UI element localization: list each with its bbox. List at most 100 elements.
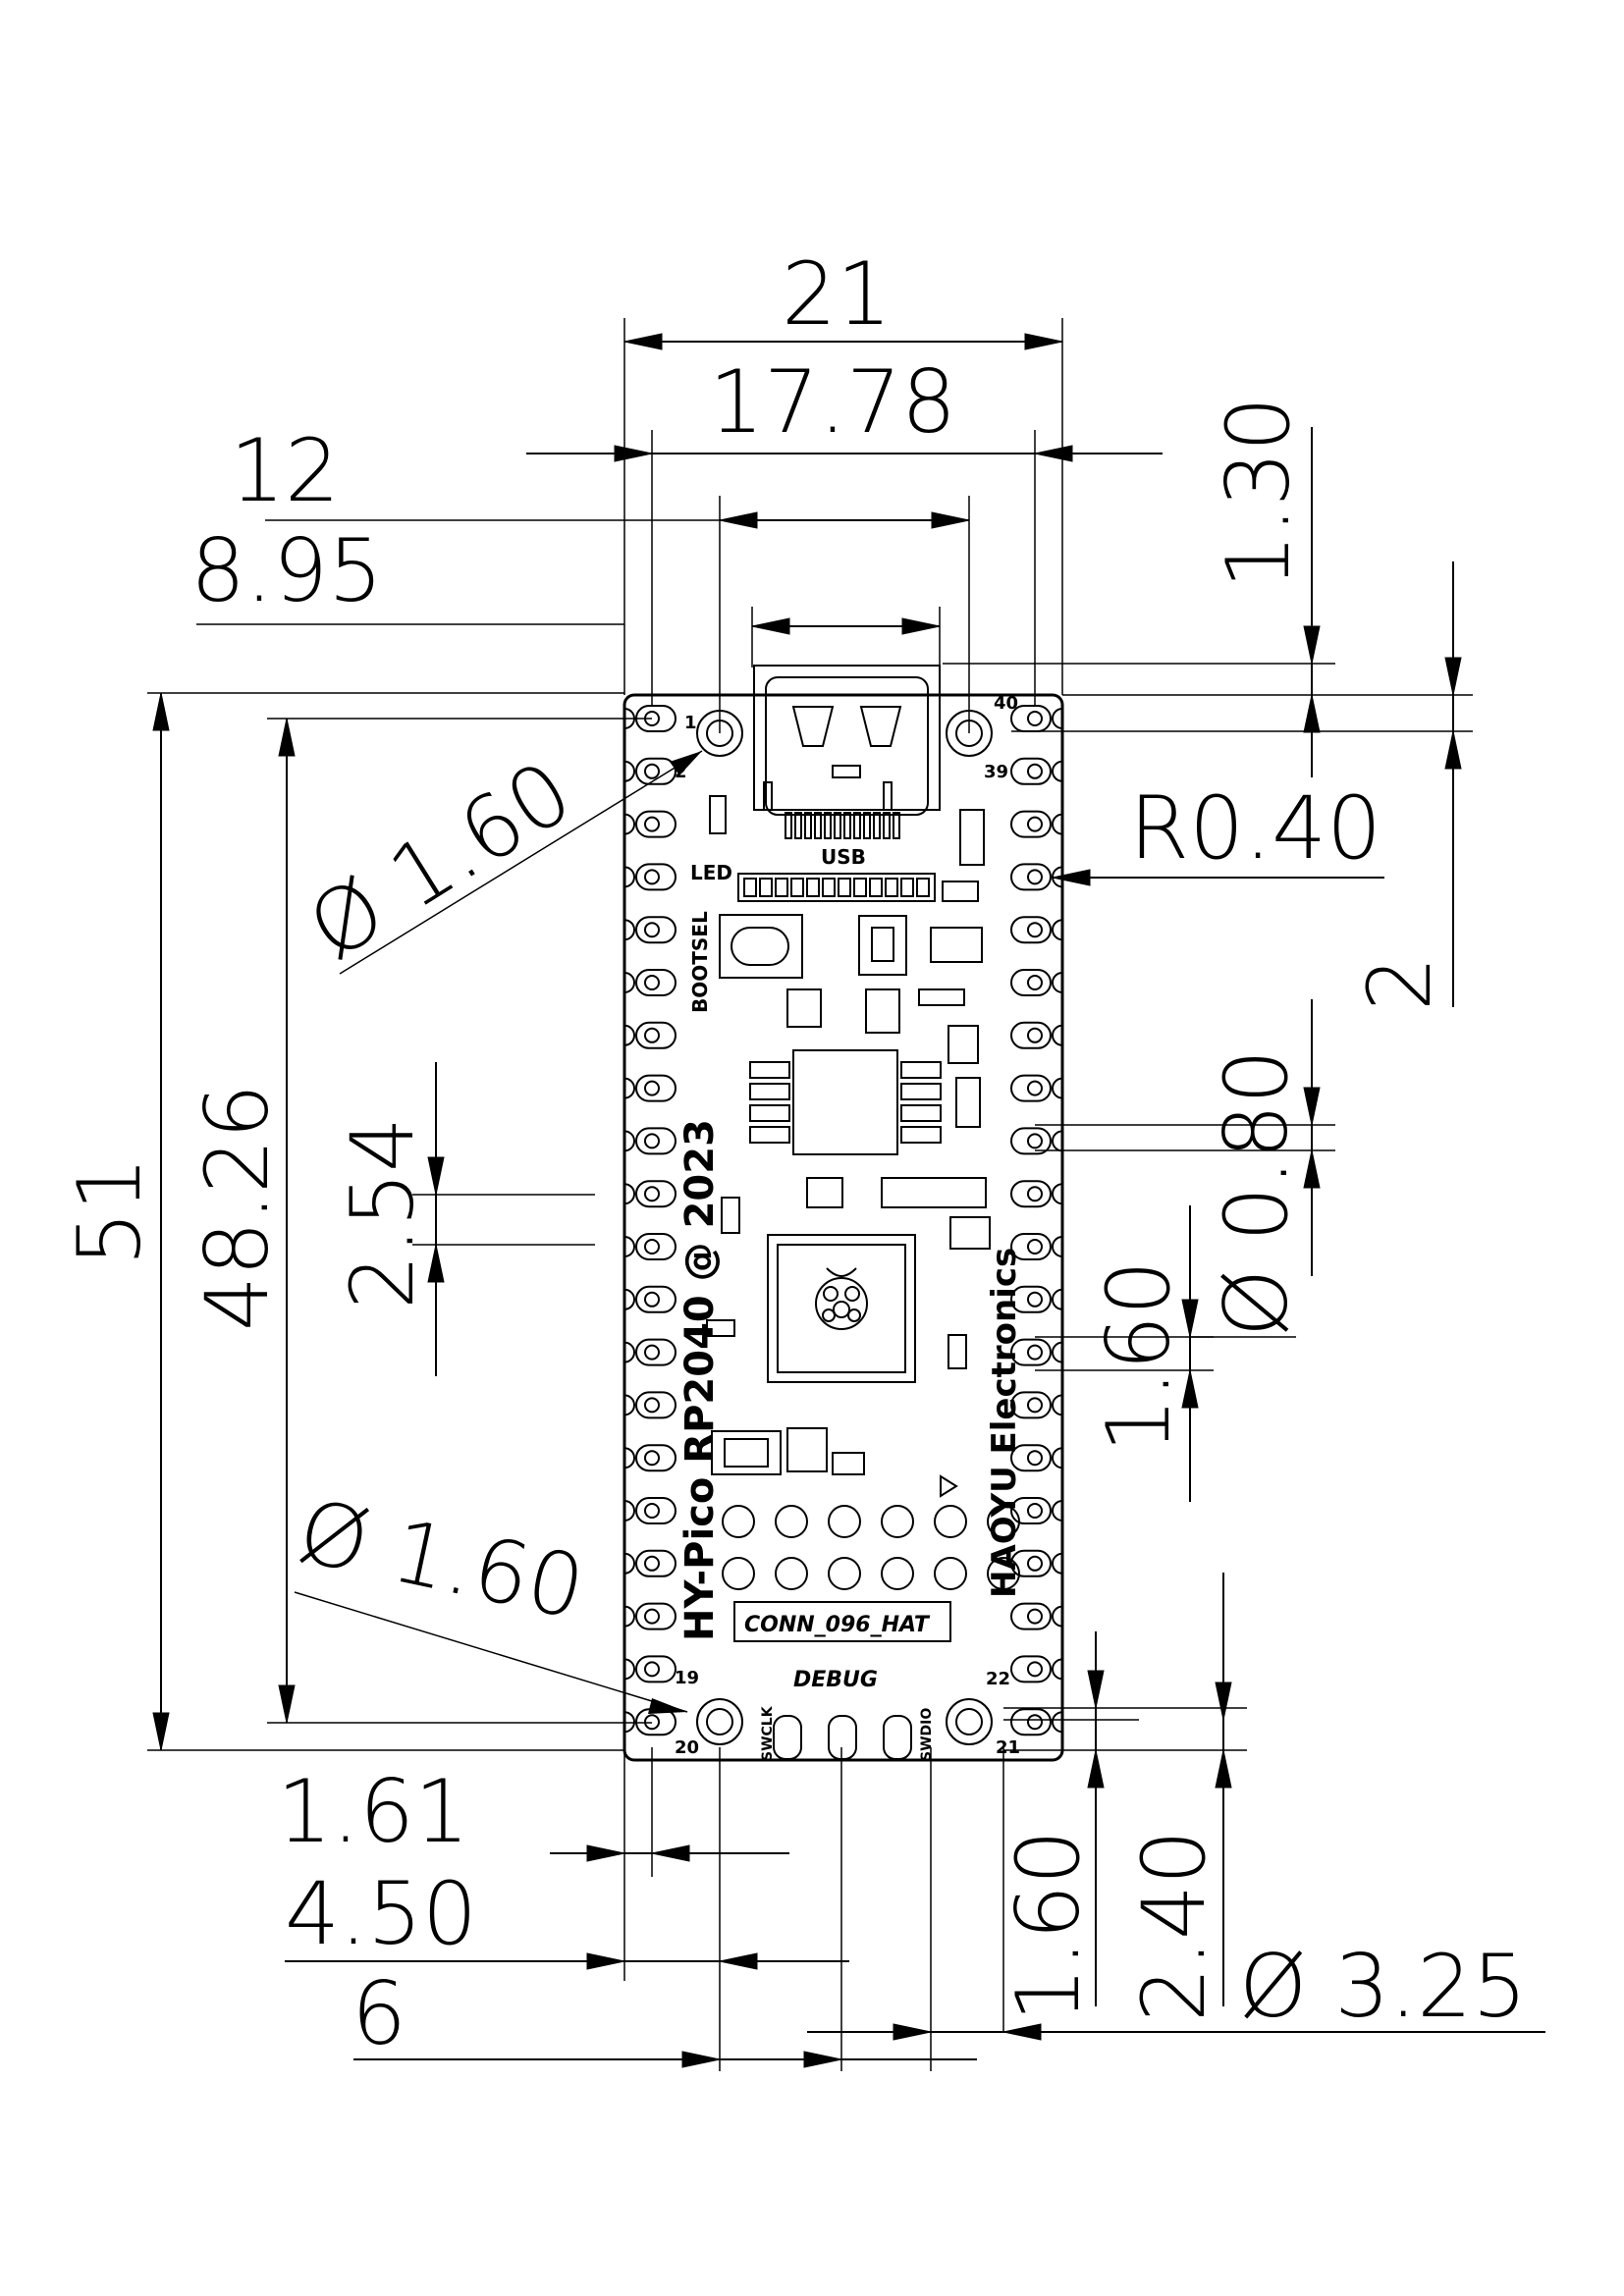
left-pad	[635, 1180, 677, 1208]
right-pad	[1010, 1285, 1052, 1313]
dim-pin-column: 48.26	[187, 1084, 288, 1331]
usb-pin	[853, 812, 861, 839]
left-pad	[635, 863, 677, 891]
right-pad	[1010, 1549, 1052, 1577]
dimension-lines	[147, 318, 1545, 2071]
header-hole	[987, 1505, 1020, 1538]
right-castellation	[1052, 1605, 1063, 1628]
left-castellation	[623, 1500, 635, 1522]
left-pad	[635, 1074, 677, 1102]
dim-pin-row-spacing: 17.78	[709, 351, 956, 453]
right-pad	[1010, 1497, 1052, 1524]
dim-usb-outer: 12	[230, 420, 340, 521]
arrowhead	[719, 511, 758, 529]
right-pad-hole	[1027, 1503, 1043, 1519]
arrowhead	[719, 1952, 758, 1970]
right-pad	[1010, 1655, 1052, 1683]
left-castellation	[623, 919, 635, 941]
right-pad	[1010, 1708, 1052, 1736]
dim-pad-width: 1.60	[1088, 1260, 1189, 1453]
arrowhead	[681, 2051, 721, 2068]
arrowhead	[648, 1698, 687, 1714]
usb-pin	[834, 812, 841, 839]
right-pad	[1010, 1233, 1052, 1260]
arrowhead	[614, 445, 653, 462]
left-castellation	[623, 866, 635, 888]
arrowhead	[586, 1952, 625, 1970]
arrowhead	[586, 1844, 625, 1862]
usb-pin	[883, 812, 891, 839]
right-pad-hole	[1027, 1080, 1043, 1096]
header-hole	[722, 1557, 755, 1590]
right-castellation	[1052, 1658, 1063, 1681]
usb-pin	[863, 812, 871, 839]
strip-pin	[775, 878, 788, 897]
dim-edge-offset-2: 4.50	[285, 1863, 477, 1964]
left-pad-hole	[644, 1555, 660, 1572]
left-pad	[635, 1391, 677, 1419]
usb-pin	[893, 812, 900, 839]
usb-pin	[843, 812, 851, 839]
flash-pin	[900, 1061, 942, 1079]
dim-mount-hole: Ø 3.25	[1239, 1936, 1527, 2037]
arrowhead	[1087, 1670, 1105, 1709]
arrowhead	[1181, 1299, 1199, 1338]
left-castellation	[623, 1024, 635, 1046]
left-castellation	[623, 1236, 635, 1257]
right-pad-hole	[1027, 816, 1043, 832]
right-castellation	[1052, 1288, 1063, 1310]
right-castellation	[1052, 1394, 1063, 1416]
right-castellation	[1052, 1341, 1063, 1363]
header-hole	[987, 1557, 1020, 1590]
right-pad	[1010, 863, 1052, 891]
left-pad	[635, 1444, 677, 1472]
crystal	[711, 1430, 782, 1475]
pin-21-label: 21	[996, 1737, 1020, 1758]
dimension-arrowheads	[152, 333, 1462, 2068]
arrowhead	[152, 692, 170, 731]
left-castellation	[623, 1077, 635, 1099]
left-pad-hole	[644, 975, 660, 990]
flash-chip	[749, 1049, 942, 1155]
right-pad-hole	[1027, 922, 1043, 938]
right-pad-hole	[1027, 711, 1043, 726]
right-pad-hole	[1027, 1344, 1043, 1361]
right-pad	[1010, 969, 1052, 996]
arrowhead	[152, 1712, 170, 1751]
arrowhead	[803, 2051, 842, 2068]
arrowhead	[751, 617, 790, 635]
right-castellation	[1052, 1447, 1063, 1469]
left-pad-hole	[644, 816, 660, 832]
right-castellation	[1052, 1077, 1063, 1099]
strip-pin	[822, 878, 836, 897]
arrowhead	[623, 333, 663, 350]
arrowhead	[1087, 1749, 1105, 1789]
left-pad-hole	[644, 869, 660, 885]
right-pad	[1010, 1338, 1052, 1366]
left-pad	[635, 1338, 677, 1366]
right-castellated-pads	[1010, 705, 1063, 1736]
header-hole	[934, 1505, 967, 1538]
left-pad-hole	[644, 1239, 660, 1255]
usb-label: USB	[821, 845, 866, 869]
right-pad	[1010, 1391, 1052, 1419]
header-hole	[881, 1505, 914, 1538]
left-castellation	[623, 1288, 635, 1310]
arrowhead	[1024, 333, 1063, 350]
left-pad-hole	[644, 1714, 660, 1731]
right-pad-hole	[1027, 1661, 1043, 1678]
flash-pin	[749, 1126, 790, 1144]
right-pad	[1010, 1602, 1052, 1630]
left-castellation	[623, 760, 635, 782]
right-pad	[1010, 1444, 1052, 1472]
header-strip	[737, 873, 936, 902]
right-castellation	[1052, 1236, 1063, 1257]
swclk-label: SWCLK	[760, 1705, 776, 1761]
left-castellation	[623, 1130, 635, 1152]
header-hole	[775, 1557, 808, 1590]
left-pad	[635, 1127, 677, 1155]
right-castellation	[1052, 813, 1063, 835]
flash-pin	[749, 1061, 790, 1079]
strip-pin	[885, 878, 898, 897]
pin-22-label: 22	[986, 1669, 1010, 1689]
